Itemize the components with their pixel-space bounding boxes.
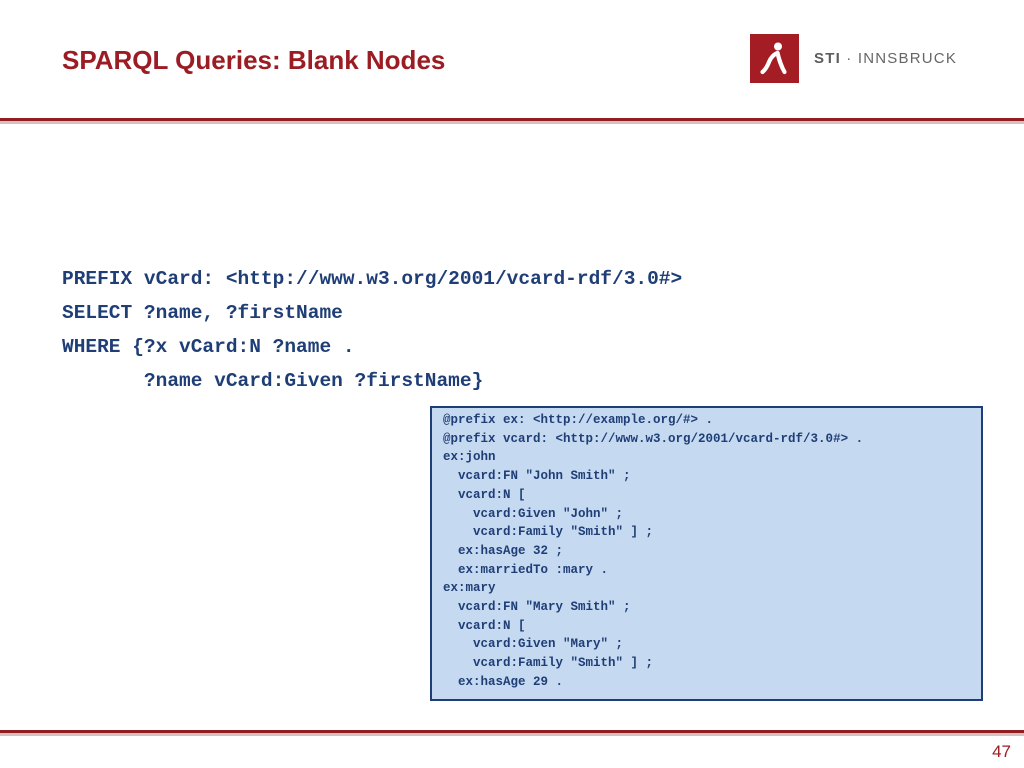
data-line: vcard:Family "Smith" ] ;	[443, 525, 654, 540]
slide-title: SPARQL Queries: Blank Nodes	[62, 45, 446, 75]
data-line: vcard:Family "Smith" ] ;	[443, 656, 654, 671]
data-line: vcard:N [	[443, 618, 526, 633]
header-divider	[0, 118, 1024, 124]
query-line: ?name vCard:Given ?firstName}	[62, 370, 484, 392]
data-line: ex:marriedTo :mary .	[443, 562, 609, 577]
logo-brand-text: STI	[814, 50, 841, 67]
logo-separator: ·	[840, 50, 858, 67]
data-line: vcard:FN "John Smith" ;	[443, 469, 631, 484]
logo-wordmark: STI · INNSBRUCK	[814, 50, 957, 67]
query-line: SELECT ?name, ?firstName	[62, 302, 343, 324]
sti-logo-mark-icon	[750, 34, 799, 83]
data-line: @prefix vcard: <http://www.w3.org/2001/v…	[443, 431, 864, 446]
sparql-query: PREFIX vCard: <http://www.w3.org/2001/vc…	[62, 262, 682, 398]
data-line: vcard:N [	[443, 487, 526, 502]
logo-location-text: INNSBRUCK	[857, 50, 958, 67]
rdf-data-box: @prefix ex: <http://example.org/#> . @pr…	[430, 406, 983, 701]
page-number: 47	[992, 742, 1011, 761]
data-line: vcard:Given "Mary" ;	[443, 637, 624, 652]
query-line: WHERE {?x vCard:N ?name .	[62, 336, 355, 358]
data-line: vcard:Given "John" ;	[443, 506, 624, 521]
data-line: ex:hasAge 32 ;	[443, 543, 564, 558]
query-line: PREFIX vCard: <http://www.w3.org/2001/vc…	[62, 268, 683, 290]
data-line: ex:hasAge 29 .	[443, 674, 564, 689]
sti-innsbruck-logo: STI · INNSBRUCK	[750, 34, 957, 83]
footer-divider	[0, 730, 1024, 736]
data-line: ex:mary	[443, 581, 496, 596]
data-line: vcard:FN "Mary Smith" ;	[443, 600, 631, 615]
data-line: @prefix ex: <http://example.org/#> .	[443, 413, 714, 427]
data-line: ex:john	[443, 450, 496, 465]
